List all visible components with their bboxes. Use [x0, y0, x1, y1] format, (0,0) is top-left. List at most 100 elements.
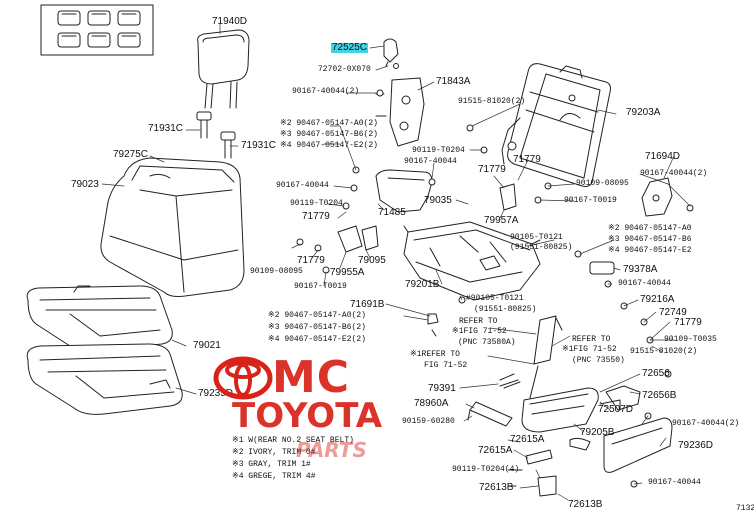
- part-label-91515b: 91515-81020(2): [630, 347, 698, 356]
- part-label-71779-d: 71779: [297, 255, 325, 266]
- part-label-90467-e2: 90467-05147-E2(2): [296, 141, 378, 150]
- part-label-79955a: 79955A: [330, 267, 365, 278]
- part-label-79216a: 79216A: [640, 294, 675, 305]
- part-label-79205b: 79205B: [580, 427, 615, 438]
- seat-rail-icon: [403, 221, 541, 301]
- ref-label-c2: FIG 71-52: [424, 361, 468, 370]
- part-label-71779-c: 71779: [302, 211, 330, 222]
- ref-label-b3: (PNC 73550): [572, 356, 625, 365]
- cushion-cover-icon: [26, 343, 183, 415]
- seat-cushion-icon: [26, 285, 173, 352]
- part-label-79391: 79391: [428, 383, 456, 394]
- part-label-79957a: 79957A: [484, 215, 519, 226]
- legend-line-1: ※1 W(REAR NO.2 SEAT BELT): [232, 436, 354, 445]
- part-label-79201b: 79201B: [405, 279, 440, 290]
- part-label-91515a: 91515-81020(2): [458, 97, 526, 106]
- part-label-90467-e2-right: 90467-05147-E2: [624, 246, 692, 255]
- part-label-90167-mid-a: 90167-40044: [404, 157, 457, 166]
- legend-line-3: ※3 GRAY, TRIM 1#: [232, 460, 311, 469]
- part-label-71779-a: 71779: [513, 154, 541, 165]
- part-label-90167-right-a: 90167-40044(2): [640, 169, 708, 178]
- watermark-parts: PARTS: [296, 438, 367, 462]
- part-label-79035: 79035: [424, 195, 452, 206]
- recliner-bracket-icon: [375, 77, 425, 147]
- part-label-71931c-b: 71931C: [241, 140, 277, 151]
- part-label-79236d: 79236D: [678, 440, 714, 451]
- legend-ref-3-lower: ※3 90467-05147-B6(2): [268, 323, 366, 332]
- belt-guide-icon: [383, 38, 399, 69]
- part-label-91551-mid: (91551-80825): [474, 305, 537, 314]
- part-label-90119-a: 90119-T0204: [412, 146, 465, 155]
- part-label-90167-bottom: 90167-40044: [648, 478, 701, 487]
- legend-ref-2-a: ※2 90467-05147-A0(2): [280, 119, 378, 128]
- part-label-79235d: 79235D: [198, 388, 234, 399]
- part-label-90467-b6-right: 90467-05147-B6: [624, 235, 692, 244]
- legend-ref-2-right: ※2 90467-05147-A0: [608, 224, 692, 233]
- ref-label-c-text: REFER TO: [421, 350, 460, 359]
- part-label-90167-right-b: 90167-40044: [618, 279, 671, 288]
- part-label-79021: 79021: [193, 340, 221, 351]
- legend-line-4: ※4 GREGE, TRIM 4#: [232, 472, 316, 481]
- part-label-90109-08095-b: 90109-08095: [250, 267, 303, 276]
- part-label-72613b-a: 72613B: [479, 482, 514, 493]
- part-label-90167-top: 90167-40044(2): [292, 87, 360, 96]
- ref-label-a2-text: FIG 71-52: [463, 327, 507, 336]
- legend-ref-3-right: ※3 90467-05147-B6: [608, 235, 692, 244]
- legend-ref-4-right: ※4 90467-05147-E2: [608, 246, 692, 255]
- legend-ref-2-lower: ※2 90467-05147-A0(2): [268, 311, 366, 320]
- seat-key-inset-icon: [40, 4, 154, 56]
- part-label-90467-a0-lower: 90467-05147-A0(2): [284, 311, 366, 320]
- part-label-71843a: 71843A: [436, 76, 471, 87]
- ref-label-b1: REFER TO: [572, 335, 611, 344]
- part-label-71779-b: 71779: [478, 164, 506, 175]
- part-label-71931c-a: 71931C: [148, 123, 184, 134]
- ref-label-a1: REFER TO: [459, 317, 498, 326]
- part-label-79203a: 79203A: [626, 107, 661, 118]
- part-label-71485: 71485: [378, 207, 406, 218]
- cable-strap-icon: [467, 373, 557, 497]
- part-label-79095: 79095: [358, 255, 386, 266]
- ref-label-b2: ※1FIG 71-52: [562, 345, 617, 354]
- clip-icon: [427, 313, 523, 487]
- watermark-mc: MC: [272, 352, 351, 403]
- part-label-79275c: 79275C: [113, 149, 149, 160]
- part-label-90167-left: 90167-40044: [276, 181, 329, 190]
- part-label-72507d: 72507D: [598, 404, 634, 415]
- legend-ref-4-a: ※4 90467-05147-E2(2): [280, 141, 378, 150]
- seatback-cover-icon: [100, 157, 245, 297]
- fastener-icon: [296, 89, 694, 488]
- part-label-90467-a0-right: 90467-05147-A0: [624, 224, 692, 233]
- part-label-72613b-b: 72613B: [568, 499, 603, 510]
- legend-ref-3-a: ※3 90467-05147-B6(2): [280, 130, 378, 139]
- part-label-90467-e2-lower: 90467-05147-E2(2): [284, 335, 366, 344]
- part-label-72656: 72656: [642, 368, 670, 379]
- part-label-90167-t0019-a: 90167-T0019: [564, 196, 617, 205]
- part-label-72615a-b: 72615A: [478, 445, 513, 456]
- part-label-90159: 90159-60280: [402, 417, 455, 426]
- leader-lines: [101, 23, 691, 501]
- part-label-90109-08095-a: 90109-08095: [576, 179, 629, 188]
- part-label-90467-b6-lower: 90467-05147-B6(2): [284, 323, 366, 332]
- part-label-71779-e: 71779: [674, 317, 702, 328]
- part-label-72615a-a: 72615A: [510, 434, 545, 445]
- side-cover-icon: [569, 417, 673, 473]
- legend-line-2: ※2 IVORY, TRIM 0#: [232, 448, 316, 457]
- headrest-icon: [197, 29, 250, 109]
- part-label-90167-lower-right: 90167-40044(2): [672, 419, 740, 428]
- release-handle-icon: [589, 261, 615, 275]
- part-label-78960a: 78960A: [414, 398, 449, 409]
- part-label-91551-top: (91551-80825): [510, 243, 573, 252]
- headrest-guide-icon: [196, 111, 236, 159]
- part-label-79023: 79023: [71, 179, 99, 190]
- part-label-71940d: 71940D: [212, 16, 248, 27]
- part-label-90167-t0019-b: 90167-T0019: [294, 282, 347, 291]
- part-label-79378a: 79378A: [623, 264, 658, 275]
- part-label-72749: 72749: [659, 307, 687, 318]
- part-label-90467-a0: 90467-05147-A0(2): [296, 119, 378, 128]
- part-label-72525c: 72525C: [331, 42, 369, 53]
- watermark-toyota: TOYOTA: [232, 396, 383, 436]
- part-label-71691b: 71691B: [350, 299, 385, 310]
- toyota-logo-icon: [213, 356, 273, 400]
- figure-number: 7132: [736, 504, 754, 513]
